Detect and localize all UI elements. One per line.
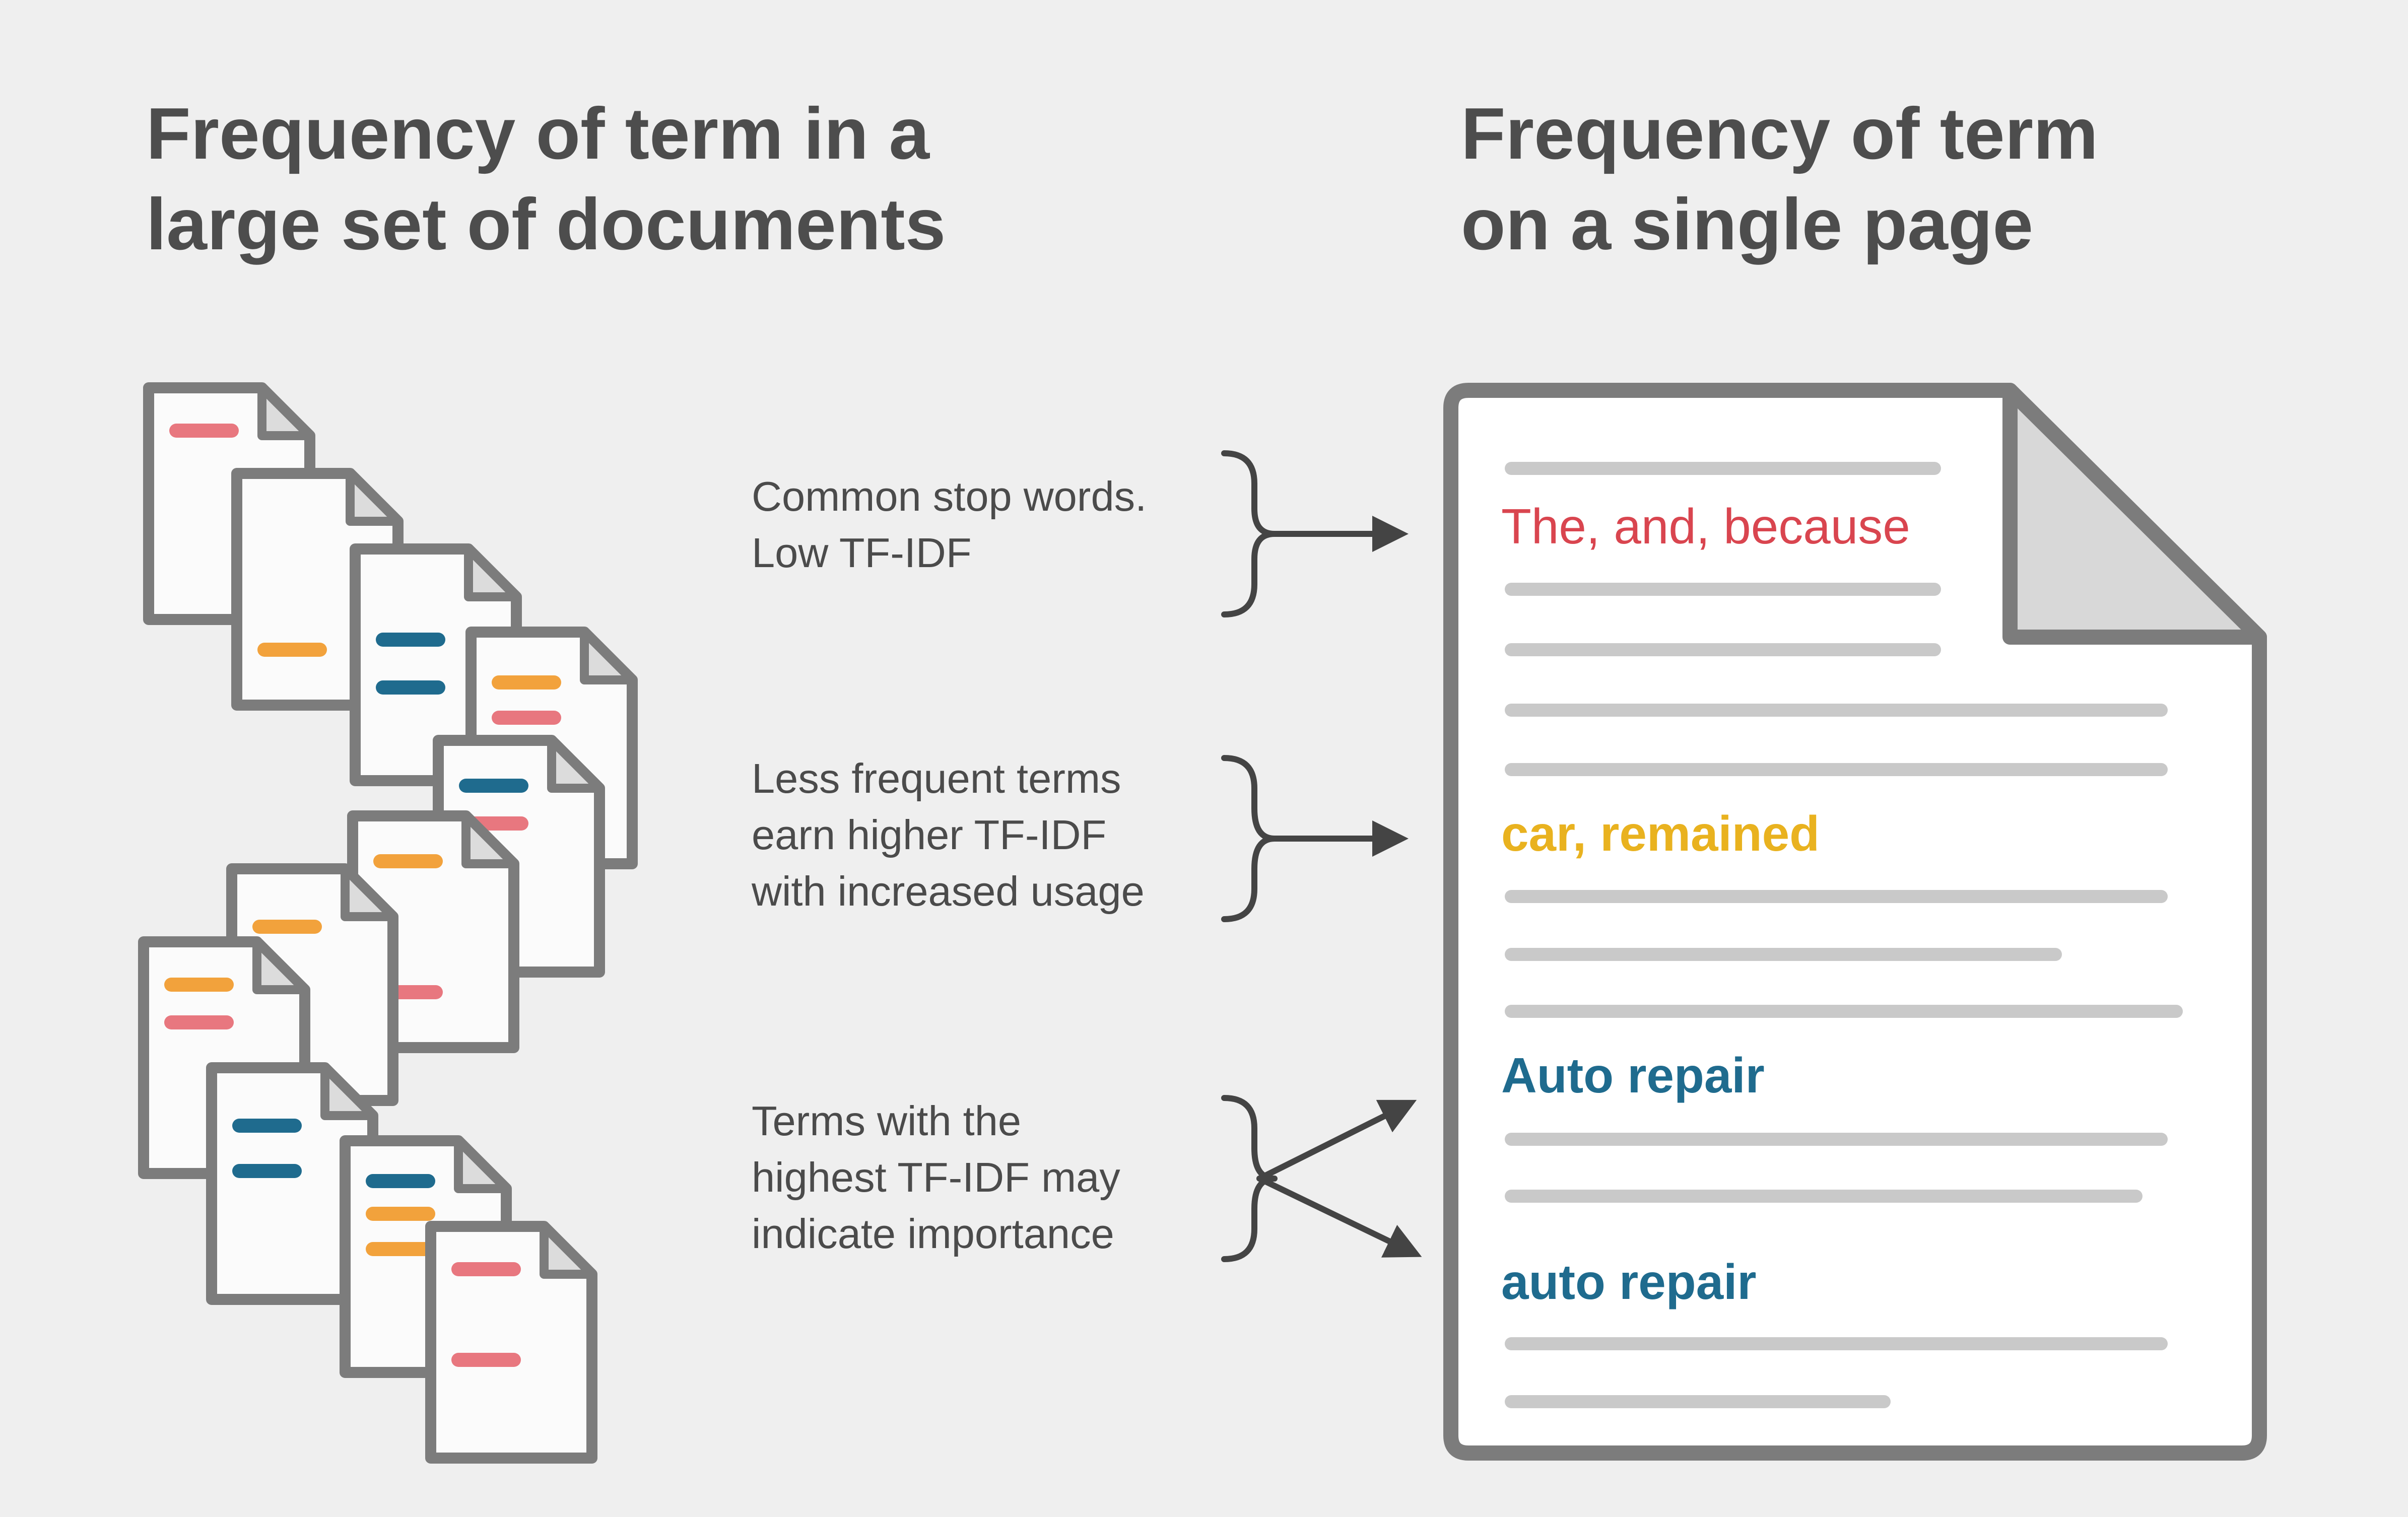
- caption-line: highest TF-IDF may: [752, 1154, 1120, 1201]
- caption-line: earn higher TF-IDF: [752, 811, 1107, 858]
- document-dog-ear-icon: [461, 811, 518, 868]
- document-dog-ear-icon: [252, 937, 309, 994]
- important-term: auto repair: [1501, 1254, 1757, 1309]
- stop-words-caption: Common stop words. Low TF-IDF: [752, 468, 1147, 581]
- document-dog-ear-icon: [540, 1222, 596, 1279]
- caption-line: with increased usage: [752, 868, 1145, 915]
- document-dog-ear-icon: [454, 1136, 511, 1193]
- page-text-lines: [1505, 462, 2183, 1408]
- right-heading-line: on a single page: [1461, 183, 2034, 265]
- document-icon: [206, 1062, 378, 1305]
- document-dog-ear-icon: [257, 383, 314, 440]
- document-dog-ear-icon: [464, 544, 521, 601]
- curly-brace-icon: [1221, 755, 1278, 922]
- document-stack: [138, 382, 638, 1464]
- curly-brace-icon: [1221, 1095, 1278, 1262]
- document-outline: [425, 1221, 597, 1464]
- document-dog-ear-icon: [346, 469, 403, 526]
- arrow-icon: [1256, 1099, 1417, 1182]
- less-frequent-term: car, remained: [1501, 806, 1820, 861]
- document-dog-ear-icon: [320, 1063, 377, 1120]
- less-frequent-caption: Less frequent terms earn higher TF-IDF w…: [752, 750, 1145, 920]
- caption-line: Low TF-IDF: [752, 529, 972, 576]
- right-heading: Frequency of term on a single page: [1461, 88, 2098, 269]
- caption-line: Less frequent terms: [752, 755, 1121, 802]
- left-heading-line: large set of documents: [146, 183, 946, 265]
- document-icon: [425, 1221, 597, 1464]
- document-dog-ear-icon: [580, 628, 637, 684]
- right-heading-line: Frequency of term: [1461, 93, 2098, 174]
- important-term: Auto repair: [1501, 1048, 1765, 1103]
- single-page-document: [1443, 383, 2267, 1461]
- page-dog-ear-icon: [2002, 383, 2267, 645]
- left-heading-line: Frequency of term in a: [146, 93, 930, 174]
- document-dog-ear-icon: [547, 736, 604, 793]
- curly-brace-icon: [1221, 450, 1278, 617]
- stop-words-term: The, and, because: [1501, 499, 1910, 554]
- highest-tfidf-caption: Terms with the highest TF-IDF may indica…: [752, 1093, 1120, 1262]
- caption-line: Common stop words.: [752, 473, 1147, 520]
- document-dog-ear-icon: [341, 864, 397, 921]
- arrow-icon: [1256, 1176, 1422, 1258]
- left-heading: Frequency of term in a large set of docu…: [146, 88, 946, 269]
- caption-line: Terms with the: [752, 1097, 1022, 1144]
- caption-line: indicate importance: [752, 1210, 1114, 1257]
